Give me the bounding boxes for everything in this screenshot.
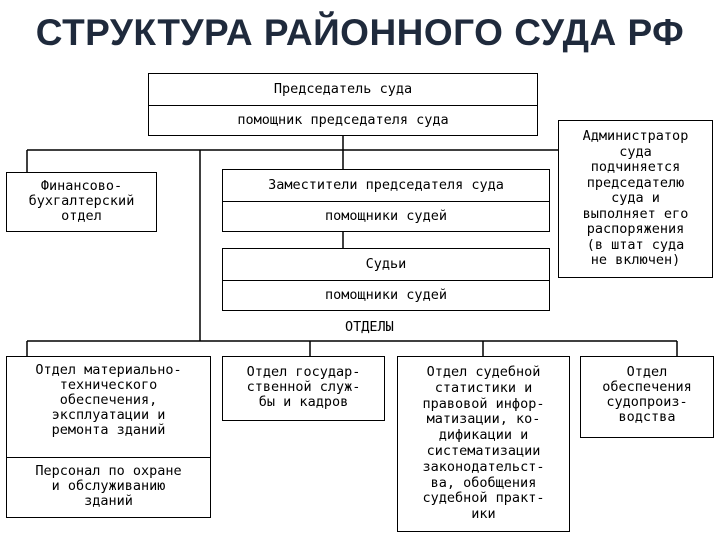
department-logistics-box: Отдел материально- технического обеспече… — [6, 356, 211, 518]
deputies-title: Заместители председателя суда — [268, 177, 504, 193]
page-title: СТРУКТУРА РАЙОННОГО СУДА РФ — [35, 12, 685, 53]
chair-box: Председатель суда помощник председателя … — [148, 73, 538, 136]
department-hr-box: Отдел государ- ственной служ- бы и кадро… — [222, 356, 385, 421]
chair-assistant: помощник председателя суда — [149, 105, 537, 135]
administrator-box: Администратор суда подчиняется председат… — [558, 120, 713, 278]
judges-title: Судьи — [365, 256, 407, 272]
finance-department-box: Финансово- бухгалтерский отдел — [6, 172, 157, 232]
judges-assistants: помощники судей — [223, 280, 549, 310]
judges-box: Судьи помощники судей — [222, 248, 550, 311]
departments-label: ОТДЕЛЫ — [345, 319, 394, 335]
department-proceedings-box: Отдел обеспечения судопроиз- водства — [580, 356, 714, 438]
department-statistics-box: Отдел судебной статистики и правовой инф… — [397, 356, 570, 532]
deputies-assistants: помощники судей — [223, 201, 549, 231]
deputies-box: Заместители председателя суда помощники … — [222, 169, 550, 232]
chair-title: Председатель суда — [273, 81, 413, 97]
department-logistics-staff: Персонал по охране и обслуживанию зданий — [7, 457, 210, 517]
department-logistics-name: Отдел материально- технического обеспече… — [35, 362, 182, 438]
